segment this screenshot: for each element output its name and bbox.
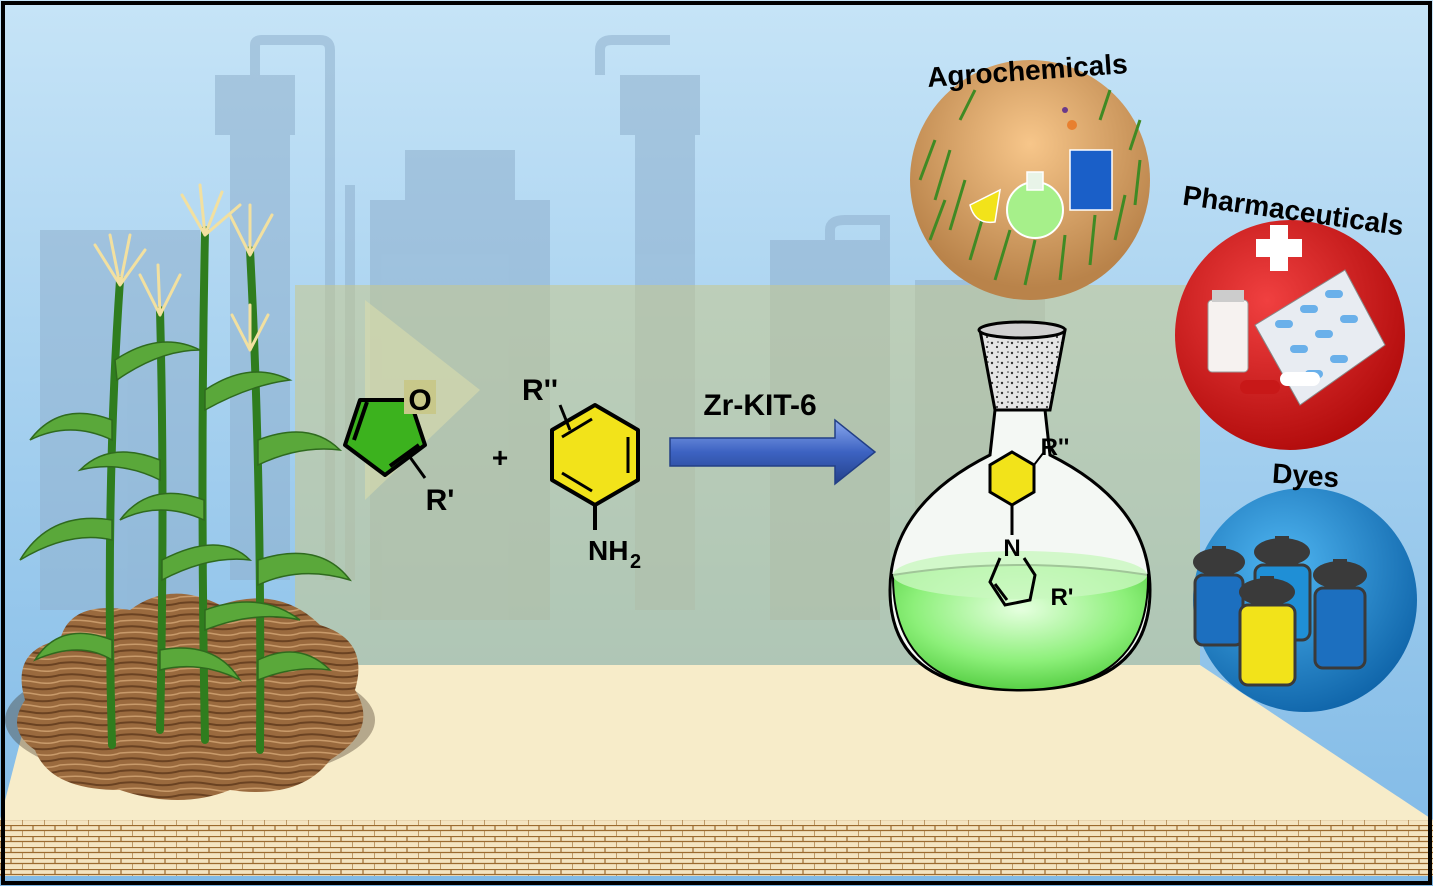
furan-oxygen-label: O — [408, 384, 431, 417]
dyes-label: Dyes — [1271, 458, 1340, 494]
aniline-amine-subscript: 2 — [630, 551, 641, 573]
round-bottom-flask — [888, 320, 1152, 692]
aniline-substituent-label: R'' — [522, 374, 558, 407]
corn-plants — [19, 183, 352, 754]
product-nitrogen-label: N — [1003, 535, 1020, 562]
plus-sign: + — [492, 442, 508, 473]
pharmaceuticals-circle — [1175, 220, 1405, 450]
product-top-substituent-label: R'' — [1041, 434, 1070, 461]
product-substituent-label: R' — [1050, 584, 1073, 611]
catalyst-label: Zr-KIT-6 — [703, 389, 816, 422]
furan-substituent-label: R' — [426, 484, 455, 517]
furan-molecule — [343, 380, 436, 479]
product-phenyl-ring — [988, 450, 1045, 535]
aniline-amine-label: NH — [588, 535, 628, 566]
aniline-molecule — [550, 403, 640, 530]
product-pyrrole-ring — [988, 557, 1037, 607]
agrochemicals-circle — [910, 60, 1150, 300]
reaction-arrow — [669, 418, 877, 486]
brick-edge — [0, 820, 1433, 876]
dyes-circle — [1193, 488, 1417, 712]
